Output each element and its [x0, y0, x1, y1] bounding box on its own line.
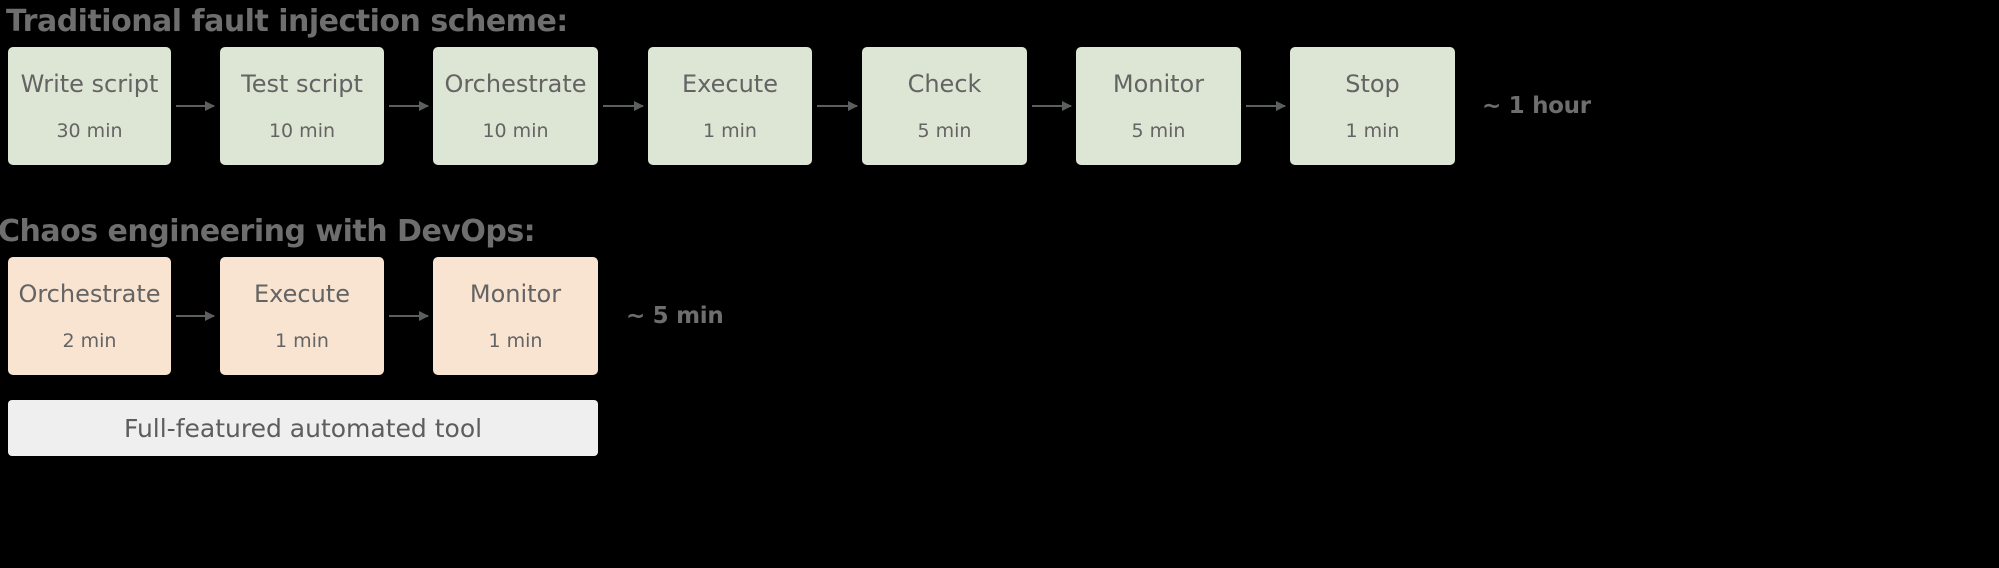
node-chaos-orchestrate: Orchestrate 2 min	[8, 257, 171, 375]
arrow-chaos-orchestrate-to-execute	[176, 311, 215, 321]
node-duration: 10 min	[268, 119, 336, 142]
node-label: Check	[907, 69, 982, 98]
node-duration: 10 min	[482, 119, 549, 142]
node-duration: 5 min	[917, 119, 972, 142]
node-label: Write script	[20, 69, 159, 98]
node-label: Monitor	[1112, 69, 1205, 98]
node-duration: 1 min	[488, 329, 543, 352]
arrow-execute-to-check	[817, 101, 858, 111]
arrow-orchestrate-to-execute	[603, 101, 644, 111]
chaos-section-title: Chaos engineering with DevOps:	[0, 214, 536, 249]
node-check: Check 5 min	[862, 47, 1027, 165]
node-duration: 2 min	[62, 329, 117, 352]
node-duration: 1 min	[1345, 119, 1400, 142]
arrow-check-to-monitor	[1032, 101, 1072, 111]
node-test-script: Test script 10 min	[220, 47, 384, 165]
node-label: Monitor	[469, 279, 562, 308]
node-label: Stop	[1345, 69, 1400, 98]
node-label: Orchestrate	[444, 69, 587, 98]
node-execute: Execute 1 min	[648, 47, 812, 165]
traditional-total-duration: ~ 1 hour	[1482, 93, 1591, 119]
node-duration: 1 min	[275, 329, 329, 352]
node-label: Test script	[241, 69, 363, 98]
traditional-section-title: Traditional fault injection scheme:	[6, 4, 568, 39]
node-monitor: Monitor 5 min	[1076, 47, 1241, 165]
node-stop: Stop 1 min	[1290, 47, 1455, 165]
node-duration: 1 min	[703, 119, 757, 142]
chaos-total-duration: ~ 5 min	[626, 303, 724, 329]
arrow-monitor-to-stop	[1246, 101, 1286, 111]
node-orchestrate: Orchestrate 10 min	[433, 47, 598, 165]
node-chaos-execute: Execute 1 min	[220, 257, 384, 375]
node-duration: 30 min	[56, 119, 123, 142]
node-label: Execute	[254, 279, 350, 308]
arrow-write-to-test	[176, 101, 215, 111]
automated-tool-bar: Full-featured automated tool	[8, 400, 598, 456]
arrow-chaos-execute-to-monitor	[389, 311, 429, 321]
node-write-script: Write script 30 min	[8, 47, 171, 165]
arrow-test-to-orchestrate	[389, 101, 429, 111]
automated-tool-label: Full-featured automated tool	[123, 413, 483, 443]
node-label: Orchestrate	[18, 279, 161, 308]
node-duration: 5 min	[1131, 119, 1186, 142]
node-label: Execute	[682, 69, 778, 98]
node-chaos-monitor: Monitor 1 min	[433, 257, 598, 375]
